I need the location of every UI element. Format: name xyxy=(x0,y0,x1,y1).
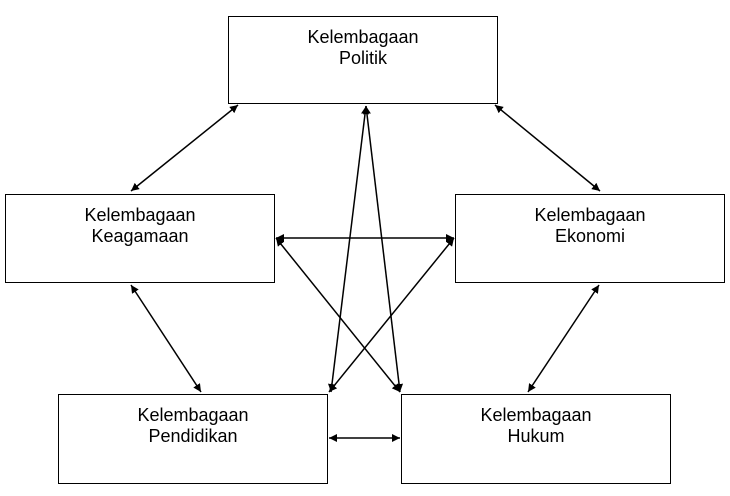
node-politik-title: Kelembagaan xyxy=(307,27,419,47)
node-ekonomi-subtitle: Ekonomi xyxy=(554,226,626,246)
connector-ekonomi-hukum xyxy=(527,284,600,393)
node-hukum: Kelembagaan Hukum xyxy=(401,394,671,484)
connector-politik-ekonomi xyxy=(494,104,601,192)
node-pendidikan-title: Kelembagaan xyxy=(137,405,249,425)
node-pendidikan-subtitle: Pendidikan xyxy=(148,426,238,446)
node-hukum-title: Kelembagaan xyxy=(480,405,592,425)
node-politik: Kelembagaan Politik xyxy=(228,16,498,104)
node-keagamaan-subtitle: Keagamaan xyxy=(91,226,189,246)
connector-politik-pendidikan xyxy=(328,105,369,393)
connector-keagamaan-pendidikan xyxy=(130,284,202,393)
node-ekonomi-title: Kelembagaan xyxy=(534,205,646,225)
node-ekonomi: Kelembagaan Ekonomi xyxy=(455,194,725,283)
connector-politik-hukum xyxy=(362,105,404,393)
node-hukum-subtitle: Hukum xyxy=(507,426,565,446)
node-politik-subtitle: Politik xyxy=(338,48,387,68)
connector-keagamaan-hukum xyxy=(275,237,401,393)
connector-group xyxy=(130,104,601,442)
connector-ekonomi-pendidikan xyxy=(328,237,455,393)
node-keagamaan: Kelembagaan Keagamaan xyxy=(5,194,275,283)
node-pendidikan: Kelembagaan Pendidikan xyxy=(58,394,328,484)
connector-politik-keagamaan xyxy=(130,104,239,192)
node-keagamaan-title: Kelembagaan xyxy=(84,205,196,225)
